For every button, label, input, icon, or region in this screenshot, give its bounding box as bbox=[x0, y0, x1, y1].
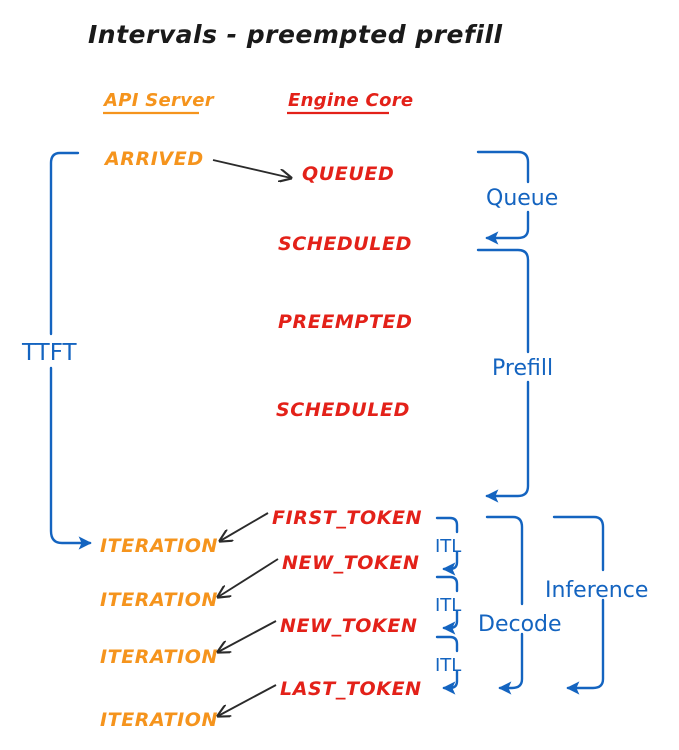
page-title: Intervals - preempted prefill bbox=[88, 20, 503, 49]
ttft-bracket-upper bbox=[49, 151, 80, 336]
inference-bracket-lower bbox=[566, 598, 605, 695]
itl-3-bracket-lower bbox=[442, 669, 459, 695]
engine-event-queued: QUEUED bbox=[302, 163, 394, 185]
itl-1-bracket-lower bbox=[442, 550, 459, 576]
metric-bracket-queue: Queue bbox=[476, 150, 558, 245]
itl-1-bracket-upper bbox=[435, 516, 459, 534]
engine-event-preempted: PREEMPTED bbox=[278, 311, 412, 333]
itl-3-bracket-upper bbox=[435, 635, 459, 653]
engine-event-scheduled-1: SCHEDULED bbox=[278, 233, 412, 255]
decode-bracket-upper bbox=[485, 515, 524, 606]
arrow-arrived-to-queued bbox=[212, 159, 291, 178]
queue-bracket-lower bbox=[485, 210, 530, 245]
metric-label-inference: Inference bbox=[545, 578, 648, 603]
column-header-engine-core: Engine Core bbox=[287, 90, 413, 115]
api-event-iteration-1: ITERATION bbox=[100, 535, 218, 557]
metric-bracket-itl-2: ITL bbox=[435, 575, 461, 635]
decode-bracket-lower bbox=[498, 632, 524, 695]
api-event-iteration-3: ITERATION bbox=[100, 646, 218, 668]
metric-bracket-inference: Inference bbox=[545, 515, 648, 695]
arrow-first-token-to-iteration-1 bbox=[220, 512, 269, 541]
metric-bracket-decode: Decode bbox=[478, 515, 562, 695]
engine-event-scheduled-2: SCHEDULED bbox=[276, 399, 410, 421]
api-event-iteration-2: ITERATION bbox=[100, 589, 218, 611]
prefill-bracket-upper bbox=[476, 248, 530, 354]
arrow-new-token-to-iteration-2 bbox=[218, 558, 279, 597]
engine-event-new-token-1: NEW_TOKEN bbox=[282, 552, 419, 574]
arrow-new-token-to-iteration-3 bbox=[218, 620, 277, 652]
inference-bracket-upper bbox=[552, 515, 605, 572]
arrow-last-token-to-iteration-4 bbox=[218, 684, 277, 716]
metric-label-decode: Decode bbox=[478, 612, 562, 637]
ttft-bracket-lower bbox=[49, 366, 92, 550]
prefill-bracket-lower bbox=[485, 380, 530, 503]
api-event-arrived: ARRIVED bbox=[103, 148, 204, 170]
queue-bracket-upper bbox=[476, 150, 530, 184]
metric-label-ttft: TTFT bbox=[21, 340, 78, 366]
column-header-engine-core-label: Engine Core bbox=[288, 90, 413, 111]
api-event-iteration-4: ITERATION bbox=[100, 709, 218, 731]
engine-event-first-token: FIRST_TOKEN bbox=[272, 507, 422, 529]
engine-event-new-token-2: NEW_TOKEN bbox=[280, 615, 417, 637]
metric-label-prefill: Prefill bbox=[492, 356, 553, 381]
metric-bracket-prefill: Prefill bbox=[476, 248, 553, 503]
metric-bracket-itl-3: ITL bbox=[435, 635, 461, 695]
metric-label-itl-2: ITL bbox=[435, 595, 461, 616]
metric-label-itl-3: ITL bbox=[435, 655, 461, 676]
metric-bracket-ttft: TTFT bbox=[21, 151, 92, 550]
itl-2-bracket-upper bbox=[435, 575, 459, 593]
column-header-api-server: API Server bbox=[102, 90, 215, 115]
column-header-api-server-label: API Server bbox=[102, 90, 215, 111]
metric-label-queue: Queue bbox=[486, 186, 558, 211]
engine-event-last-token: LAST_TOKEN bbox=[280, 678, 422, 700]
metric-bracket-itl-1: ITL bbox=[435, 516, 461, 576]
metric-label-itl-1: ITL bbox=[435, 536, 461, 557]
itl-2-bracket-lower bbox=[442, 609, 459, 635]
